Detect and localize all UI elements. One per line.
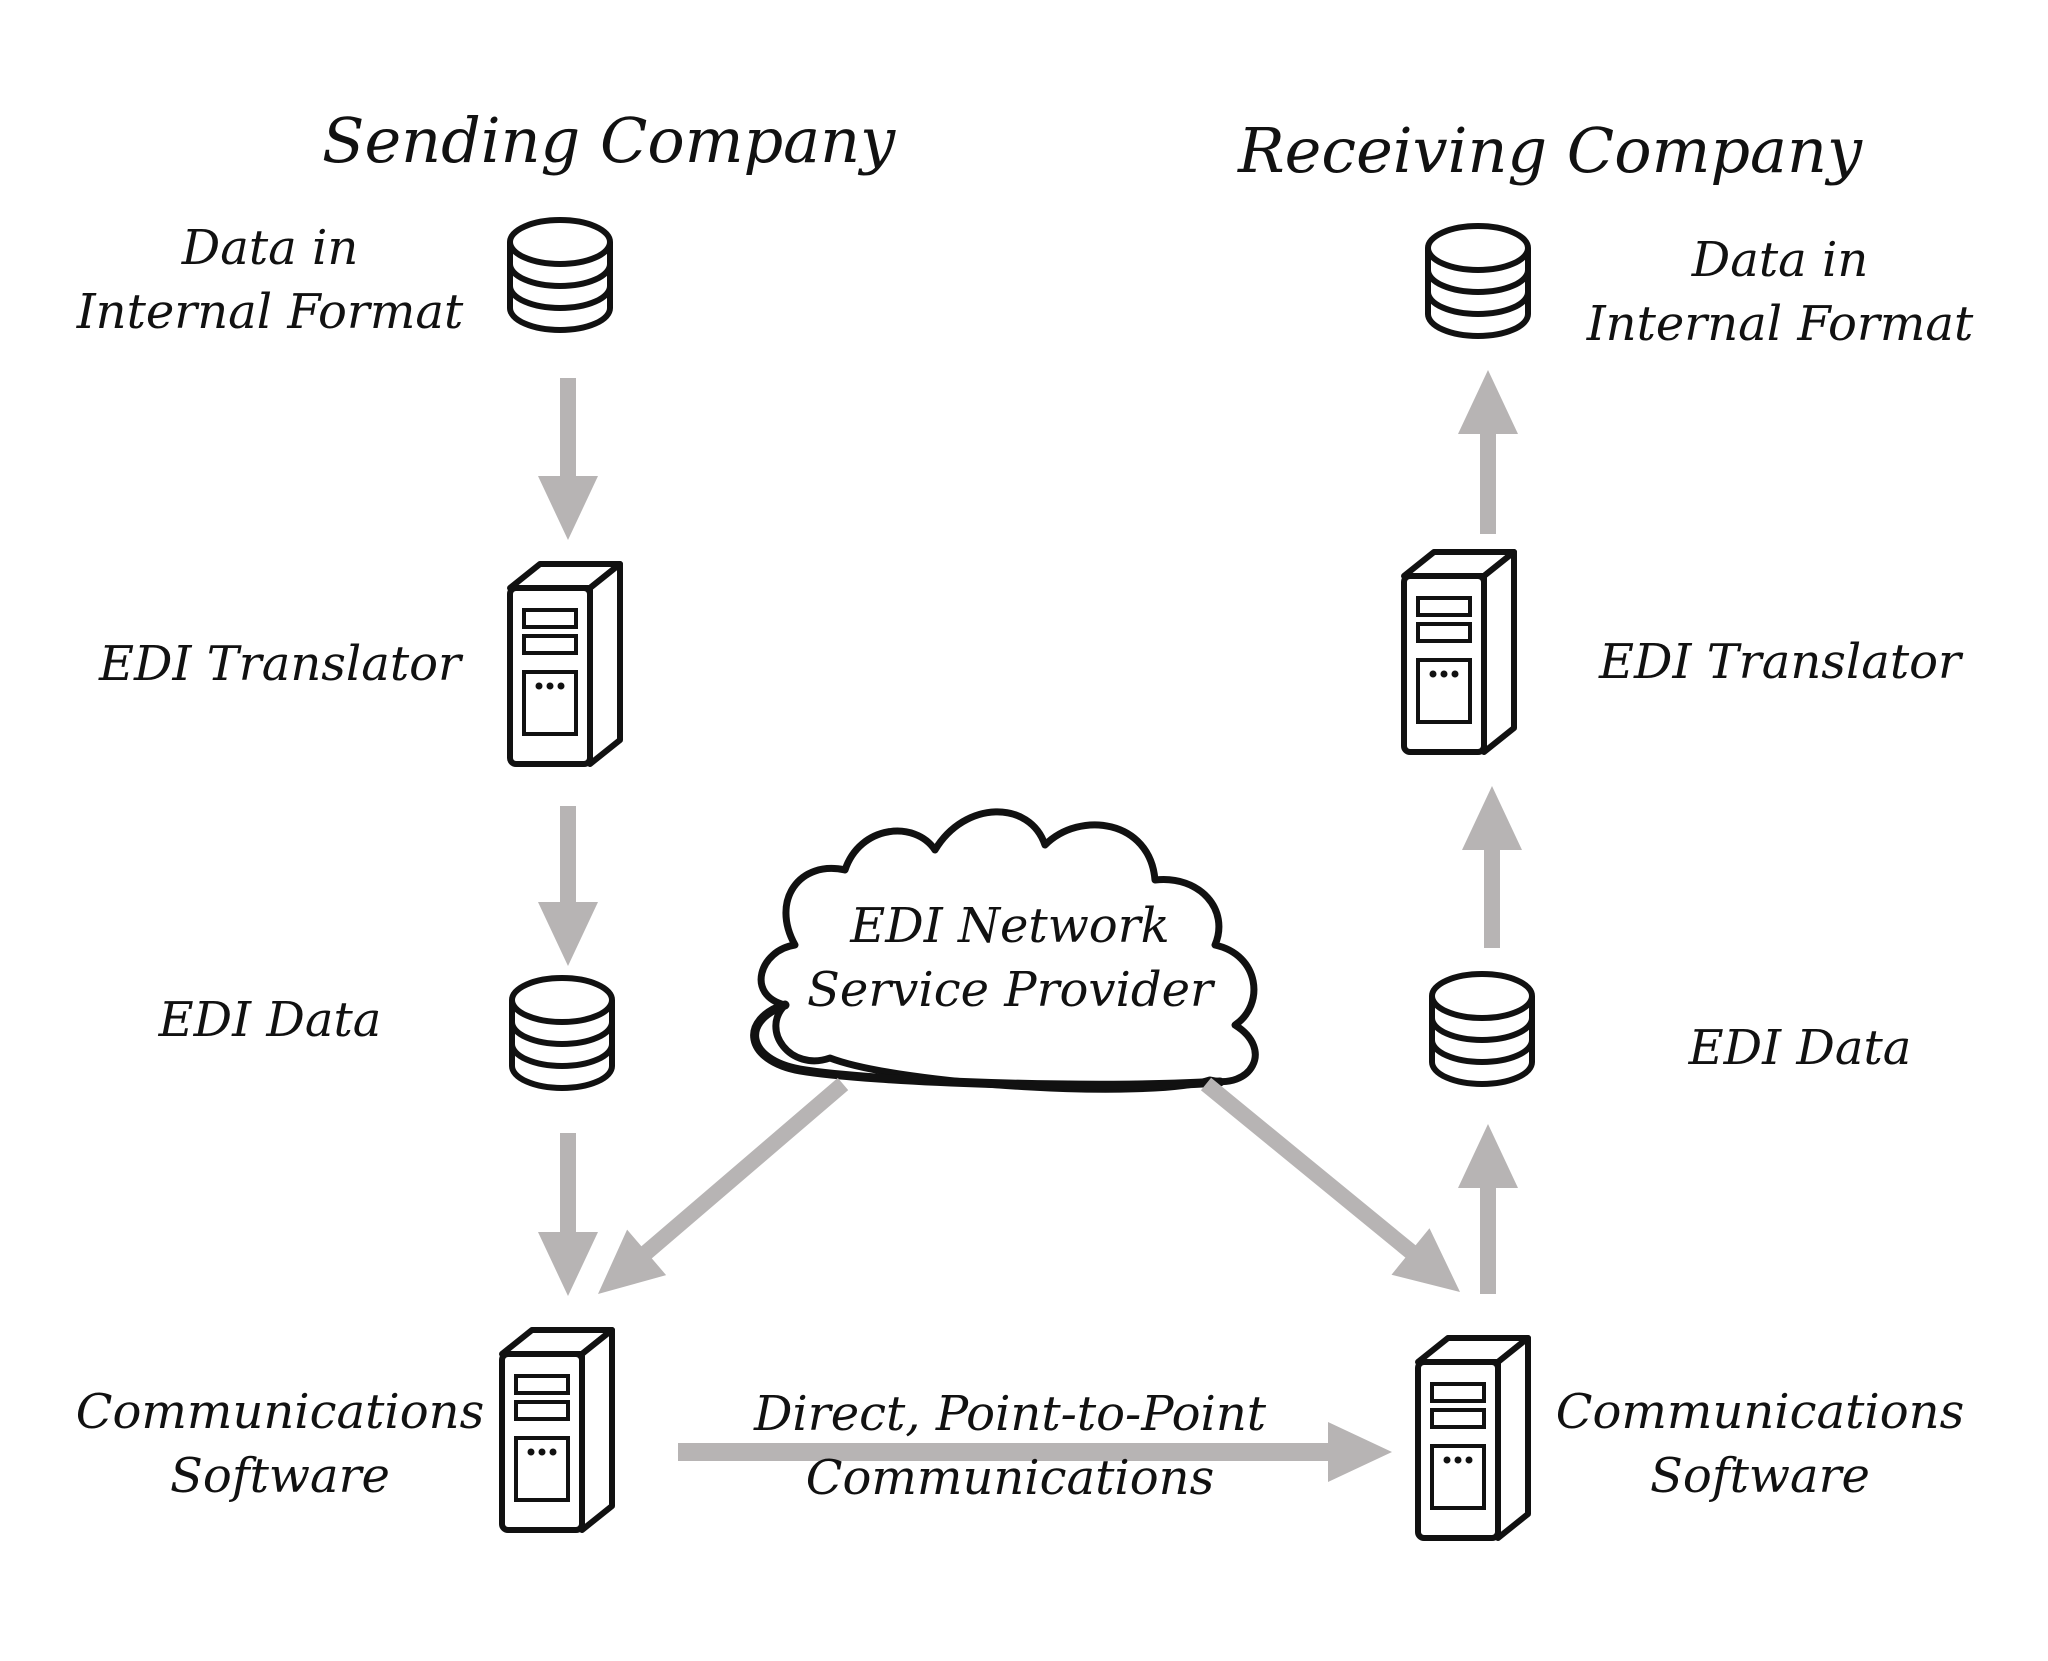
sending-data-internal-line-1: Data in [181,220,359,276]
receiving-data-internal-label: Data in Internal Format [1570,228,1990,356]
arrow-network-to-sending-comms [598,1077,849,1294]
cloud-icon [750,808,1259,1093]
server-icon-sending-comms [502,1330,612,1530]
sending-company-title: Sending Company [322,104,896,177]
receiving-translator-label: EDI Translator [1599,634,1961,690]
network-provider-line-2: Service Provider [807,962,1213,1018]
arrow-receiving-translator-to-internal [1458,370,1518,534]
arrow-sending-edi-data-to-comms [538,1133,598,1296]
direct-communications-label: Direct, Point-to-Point Communications [720,1382,1300,1510]
arrow-sending-internal-to-translator [538,378,598,540]
database-icon-receiving-edi-data [1432,974,1532,1084]
sending-data-internal-line-2: Internal Format [76,284,464,340]
arrow-network-to-receiving-comms [1200,1077,1460,1292]
flow-arrows [538,370,1522,1482]
arrow-direct-point-to-point [678,1422,1392,1482]
receiving-company-title: Receiving Company [1238,114,1862,187]
receiving-data-internal-line-2: Internal Format [1586,296,1974,352]
arrow-sending-translator-to-edi-data [538,806,598,966]
direct-communications-line-2: Communications [805,1450,1215,1506]
server-icon-receiving-comms [1418,1338,1528,1538]
sending-edi-data-label: EDI Data [158,992,382,1048]
receiving-comms-line-1: Communications [1555,1384,1965,1440]
sending-comms-line-2: Software [170,1448,390,1504]
server-icon-receiving-translator [1404,552,1514,752]
sending-data-internal-label: Data in Internal Format [70,216,470,344]
receiving-comms-line-2: Software [1650,1448,1870,1504]
server-icon-sending-translator [510,564,620,764]
sending-comms-label: Communications Software [70,1380,490,1508]
network-provider-line-1: EDI Network [850,898,1170,954]
sending-translator-label: EDI Translator [99,636,461,692]
direct-communications-line-1: Direct, Point-to-Point [753,1386,1267,1442]
arrow-receiving-comms-to-edi-data [1458,1124,1518,1294]
database-icon-sending-internal [510,220,610,330]
arrow-receiving-edi-data-to-translator [1462,786,1522,948]
receiving-edi-data-label: EDI Data [1688,1020,1912,1076]
database-icon-sending-edi-data [512,978,612,1088]
database-icon-receiving-internal [1428,226,1528,336]
receiving-comms-label: Communications Software [1540,1380,1980,1508]
sending-comms-line-1: Communications [75,1384,485,1440]
network-provider-label: EDI Network Service Provider [790,894,1230,1022]
receiving-data-internal-line-1: Data in [1691,232,1869,288]
